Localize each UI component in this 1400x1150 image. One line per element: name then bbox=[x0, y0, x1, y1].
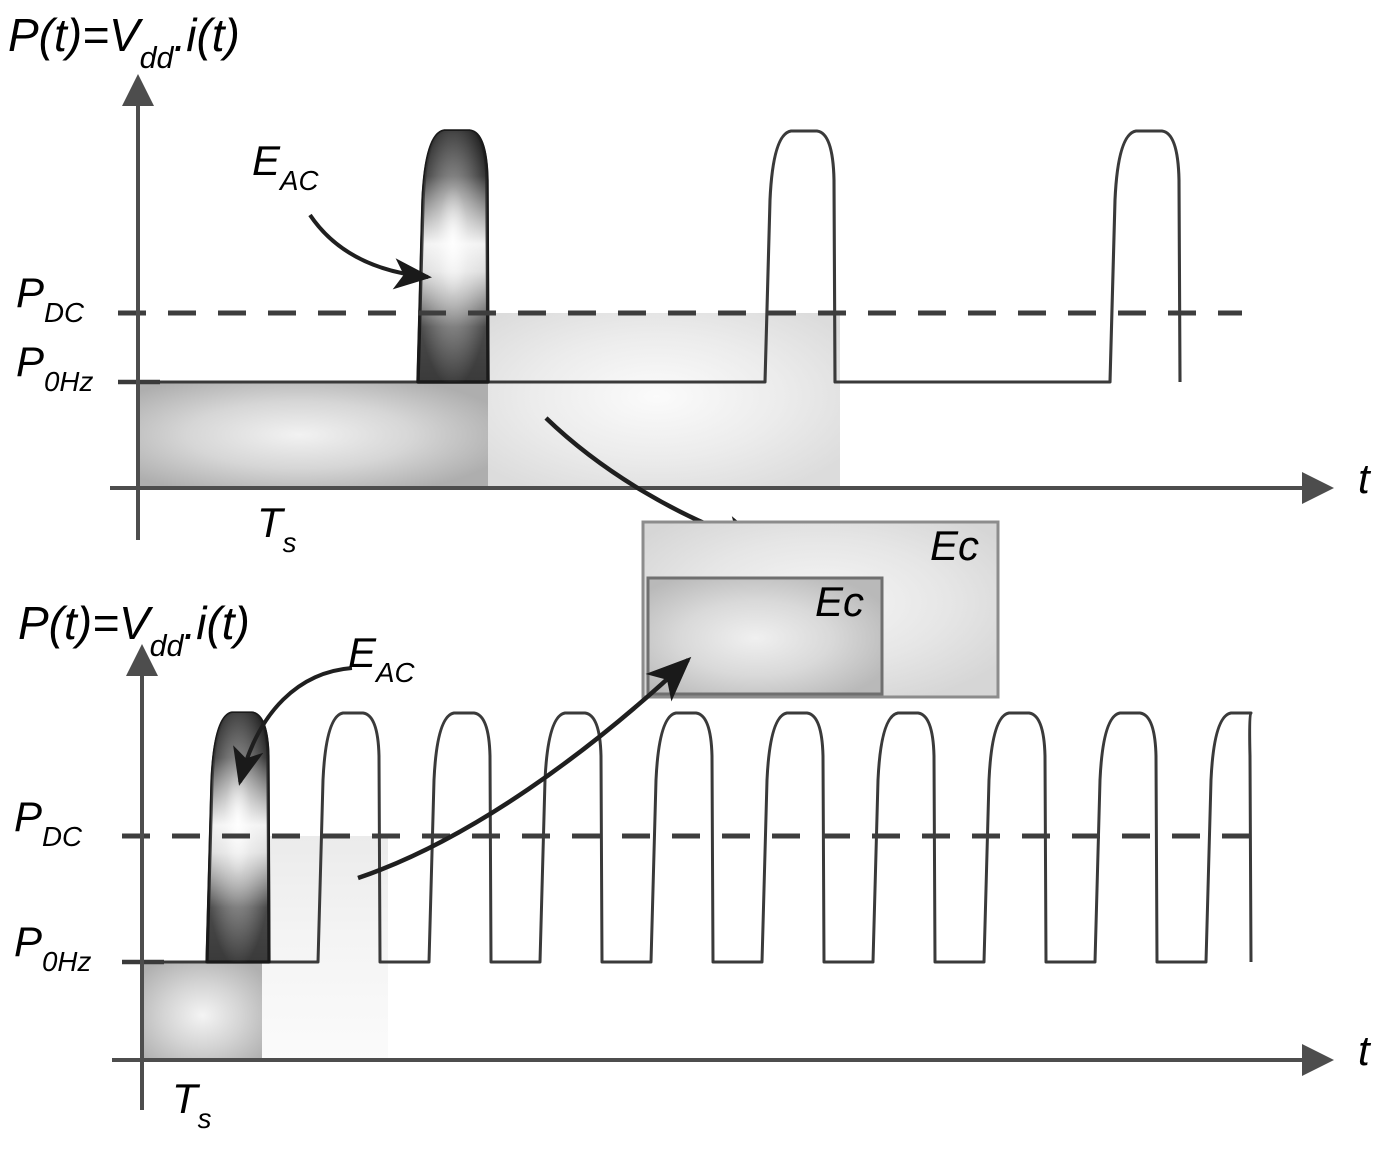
bottom-waveform bbox=[142, 711, 1253, 964]
top-ec-energy-box bbox=[488, 313, 840, 487]
bottom-x-axis-label: t bbox=[1358, 1027, 1370, 1074]
top-p0hz-label: P0Hz bbox=[16, 338, 94, 398]
top-ts-label: Ts bbox=[257, 499, 297, 559]
ec-inner-label: Ec bbox=[815, 578, 865, 625]
bottom-ts-label: Ts bbox=[172, 1075, 212, 1135]
bottom-chart-group bbox=[112, 644, 1334, 1110]
top-chart-group bbox=[110, 74, 1334, 553]
bottom-ec-callout-arrow bbox=[357, 656, 692, 881]
top-ts-energy-box bbox=[139, 383, 488, 487]
bottom-pdc-label: PDC bbox=[14, 793, 83, 853]
bottom-eac-arrow bbox=[233, 666, 353, 786]
top-eac-arrow bbox=[308, 213, 432, 290]
bottom-eac-label: EAC bbox=[348, 629, 415, 689]
top-pdc-label: PDC bbox=[16, 269, 85, 329]
bottom-ec-energy-box bbox=[262, 836, 388, 1060]
top-eac-label: EAC bbox=[252, 137, 319, 197]
bottom-p0hz-label: P0Hz bbox=[14, 918, 92, 978]
top-chart-title: P(t)=Vdd.i(t) bbox=[8, 9, 240, 75]
bottom-ts-energy-box bbox=[143, 963, 262, 1060]
top-eac-pulse-glow bbox=[418, 131, 488, 382]
ec-outer-label: Ec bbox=[930, 522, 980, 569]
bottom-chart-title: P(t)=Vdd.i(t) bbox=[18, 597, 250, 663]
top-x-axis-label: t bbox=[1358, 455, 1370, 502]
